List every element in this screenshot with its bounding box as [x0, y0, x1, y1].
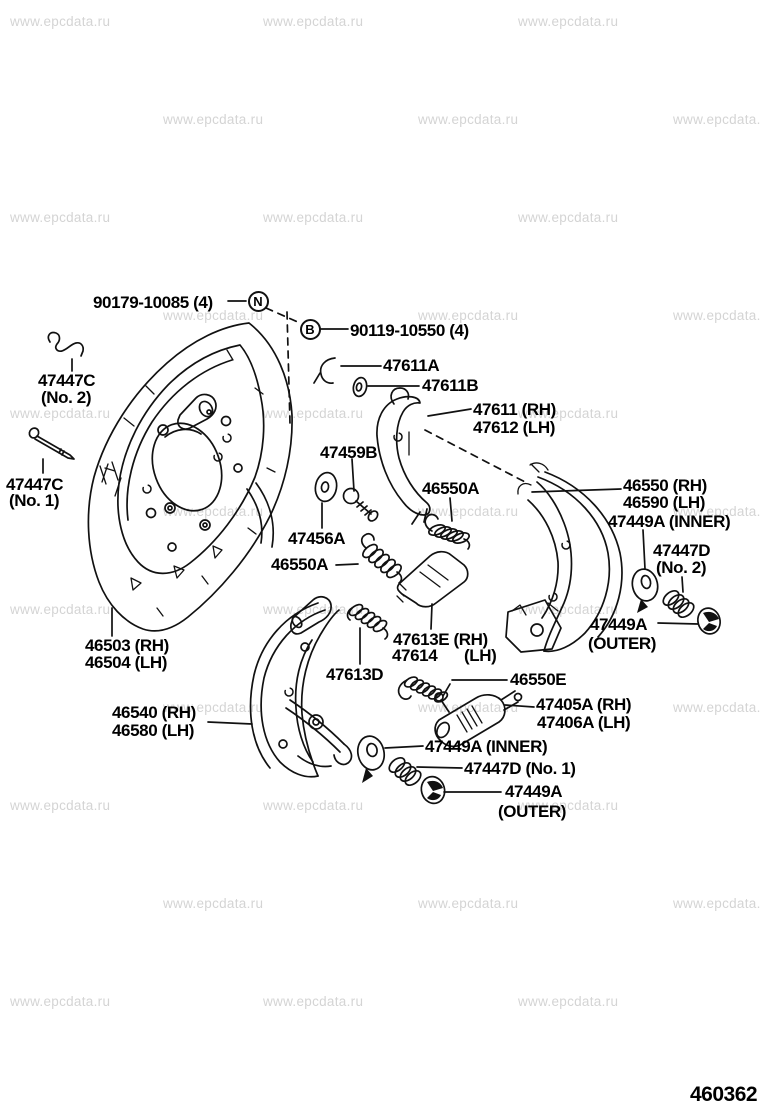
part-label-47447C-no2-b: (No. 2)	[41, 388, 92, 407]
watermark: www.epcdata.ru	[10, 210, 111, 225]
watermark: www.epcdata.ru	[418, 504, 519, 519]
watermark: www.epcdata.ru	[518, 210, 619, 225]
callout-N: N	[247, 290, 269, 312]
watermark: www.epcdata.ru	[418, 112, 519, 127]
leader-lines	[42, 300, 699, 793]
part-label-46550-RH: 46550 (RH)	[623, 476, 707, 495]
part-label-47449A-outer-r1: 47449A	[590, 615, 648, 634]
strut-47611-drawing	[376, 387, 431, 525]
spring-47447d-no1-drawing	[388, 756, 422, 787]
diagram-number: 460362	[690, 1083, 758, 1106]
part-label-47456A: 47456A	[288, 529, 346, 548]
watermark: www.epcdata.ru	[163, 504, 264, 519]
bolt-47459b-drawing	[342, 487, 379, 522]
part-label-47447C-no1-b: (No. 1)	[9, 491, 60, 510]
watermark: www.epcdata.ru	[518, 14, 619, 29]
watermark: www.epcdata.ru	[263, 602, 364, 617]
spring-46550e-drawing	[397, 676, 451, 703]
watermark: www.epcdata.ru	[263, 798, 364, 813]
part-label-47449A-outer-b1: 47449A	[505, 782, 563, 801]
clip-47447c-no2-drawing	[47, 331, 85, 357]
part-label-47447D-no1: 47447D (No. 1)	[464, 759, 576, 778]
watermark: www.epcdata.ru	[10, 14, 111, 29]
part-label-90179-10085: 90179-10085 (4)	[93, 293, 213, 312]
part-label-47447C-no1-a: 47447C	[6, 475, 64, 494]
cap-47449a-outer-right-drawing	[697, 607, 721, 635]
watermark: www.epcdata.ru	[263, 406, 364, 421]
watermark: www.epcdata.ru	[163, 112, 264, 127]
pin-47447c-no1-drawing	[28, 427, 75, 460]
watermark: www.epcdata.ru	[263, 14, 364, 29]
part-label-46540-RH: 46540 (RH)	[112, 703, 196, 722]
watermark: www.epcdata.ru	[518, 798, 619, 813]
watermark: www.epcdata.ru	[673, 112, 760, 127]
watermark: www.epcdata.ru	[673, 308, 760, 323]
watermark: www.epcdata.ru	[673, 700, 760, 715]
part-label-47449A-inner-r: 47449A (INNER)	[608, 512, 731, 531]
part-label-47447C-no2-a: 47447C	[38, 371, 96, 390]
part-label-47613E-RH: 47613E (RH)	[393, 630, 488, 649]
watermark: www.epcdata.ru	[10, 602, 111, 617]
callout-B: B	[299, 318, 321, 340]
part-label-47612-LH: 47612 (LH)	[473, 418, 555, 437]
part-label-47611-RH: 47611 (RH)	[473, 400, 556, 419]
watermark: www.epcdata.ru	[10, 798, 111, 813]
washer-47449a-inner-bottom-drawing	[356, 735, 386, 783]
part-label-47406A-LH: 47406A (LH)	[537, 713, 631, 732]
dashed-reference-lines	[265, 307, 528, 484]
part-label-46580-LH: 46580 (LH)	[112, 721, 194, 740]
spring-46550a-left-drawing	[360, 532, 403, 584]
part-label-47613D: 47613D	[326, 665, 384, 684]
part-label-46550A-left: 46550A	[271, 555, 329, 574]
clip-47611a-drawing	[313, 357, 336, 384]
part-label-47459B: 47459B	[320, 443, 378, 462]
part-label-47614: 47614	[392, 646, 438, 665]
watermark: www.epcdata.ru	[163, 700, 264, 715]
brake-shoe-right-drawing	[505, 462, 623, 653]
part-label-47449A-outer-b2: (OUTER)	[498, 802, 567, 821]
spring-47447d-no2-drawing	[662, 589, 695, 619]
part-label-46503-RH: 46503 (RH)	[85, 636, 169, 655]
washer-47449a-inner-right-drawing	[631, 568, 659, 613]
adjust-lever-drawing	[396, 550, 469, 608]
washer-47456a-drawing	[314, 471, 338, 503]
part-label-90119-10550: 90119-10550 (4)	[350, 321, 469, 340]
part-label-47449A-outer-r2: (OUTER)	[588, 634, 657, 653]
watermark: www.epcdata.ru	[163, 896, 264, 911]
part-label-46590-LH: 46590 (LH)	[623, 493, 705, 512]
adjuster-assembly-drawing	[434, 690, 523, 748]
spring-46550a-right-drawing	[424, 513, 471, 550]
part-label-47611A: 47611A	[383, 356, 440, 375]
grommet-47611b-drawing	[352, 376, 368, 398]
watermark: www.epcdata.ru	[518, 406, 619, 421]
watermark: www.epcdata.ru	[10, 406, 111, 421]
part-label-46550E: 46550E	[510, 670, 567, 689]
part-label-47447D-no2-b: (No. 2)	[656, 558, 707, 577]
watermark: www.epcdata.ru	[163, 308, 264, 323]
part-label-47405A-RH: 47405A (RH)	[536, 695, 632, 714]
cap-47449a-outer-bottom-drawing	[420, 775, 446, 805]
part-label-47449A-inner-b: 47449A (INNER)	[425, 737, 548, 756]
watermark: www.epcdata.ru	[10, 994, 111, 1009]
part-label-46550A-right: 46550A	[422, 479, 480, 498]
watermark: www.epcdata.ru	[418, 896, 519, 911]
backing-plate-drawing	[87, 322, 293, 632]
watermark: www.epcdata.ru	[673, 504, 760, 519]
watermark: www.epcdata.ru	[518, 994, 619, 1009]
watermark: www.epcdata.ru	[673, 896, 760, 911]
spring-47613d-drawing	[346, 603, 389, 640]
watermark: www.epcdata.ru	[263, 210, 364, 225]
brake-shoe-left-drawing	[249, 595, 353, 778]
watermark: www.epcdata.ru	[518, 602, 619, 617]
part-label-47611B: 47611B	[422, 376, 479, 395]
part-label-47447D-no2-a: 47447D	[653, 541, 711, 560]
part-label-47614-LH: (LH)	[464, 646, 497, 665]
watermark: www.epcdata.ru	[418, 308, 519, 323]
watermark: www.epcdata.ru	[263, 994, 364, 1009]
part-label-46504-LH: 46504 (LH)	[85, 653, 167, 672]
